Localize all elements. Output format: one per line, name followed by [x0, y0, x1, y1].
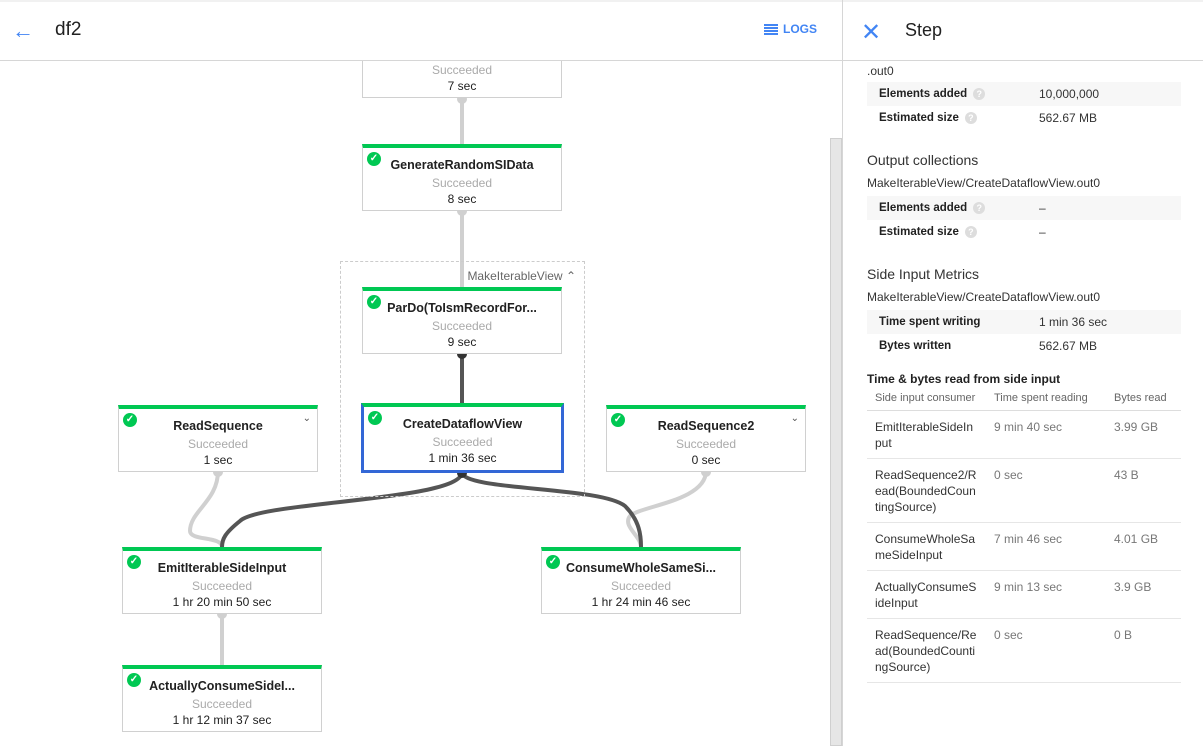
check-circle-icon: ✓: [367, 295, 381, 309]
table-cell: ConsumeWholeSameSideInput: [867, 522, 986, 571]
column-header: Time spent reading: [986, 392, 1106, 411]
close-icon[interactable]: ✕: [861, 19, 882, 46]
edge: [460, 471, 643, 548]
input-metrics: Elements added?10,000,000 Estimated size…: [867, 82, 1181, 130]
table-cell: EmitIterableSideInput: [867, 410, 986, 459]
check-circle-icon: ✓: [611, 413, 625, 427]
chevron-down-icon[interactable]: ⌄: [790, 413, 799, 424]
job-title: df2: [55, 19, 82, 40]
check-circle-icon: ✓: [127, 555, 141, 569]
table-cell: ActuallyConsumeSideInput: [867, 570, 986, 619]
logs-button[interactable]: LOGS: [764, 22, 817, 36]
edge: [187, 470, 224, 548]
output-heading: Output collections: [867, 152, 979, 168]
input-collection-name: .out0: [867, 64, 894, 78]
job-header: ← df2 LOGS: [0, 0, 843, 61]
back-arrow-icon[interactable]: ←: [12, 18, 34, 43]
step-panel: ✕ Step .out0 Elements added?10,000,000 Es…: [843, 0, 1203, 746]
output-metrics: Elements added?– Estimated size?–: [867, 196, 1181, 244]
help-icon[interactable]: ?: [964, 226, 977, 238]
check-circle-icon: ✓: [127, 673, 141, 687]
list-icon: [764, 23, 778, 35]
side-input-name: MakeIterableView/CreateDataflowView.out0: [867, 290, 1101, 304]
help-icon[interactable]: ?: [973, 202, 986, 214]
table-cell: 3.9 GB: [1106, 570, 1181, 619]
table-cell: ReadSequence/Read(BoundedCountingSource): [867, 618, 986, 683]
output-collection-name: MakeIterableView/CreateDataflowView.out0: [867, 176, 1101, 190]
column-header: Bytes read: [1106, 392, 1181, 411]
table-cell: 4.01 GB: [1106, 522, 1181, 571]
table-cell: 9 min 40 sec: [986, 410, 1106, 459]
read-heading: Time & bytes read from side input: [867, 372, 1061, 386]
table-cell: 43 B: [1106, 458, 1181, 523]
table-row: ReadSequence2/Read(BoundedCountingSource…: [867, 458, 1181, 523]
side-input-heading: Side Input Metrics: [867, 266, 980, 282]
check-circle-icon: ✓: [123, 413, 137, 427]
edge: [220, 471, 464, 548]
graph-scrollbar[interactable]: [830, 138, 842, 746]
logs-label: LOGS: [783, 22, 818, 36]
help-icon[interactable]: ?: [973, 88, 986, 100]
table-cell: 7 min 46 sec: [986, 522, 1106, 571]
divider: [842, 0, 843, 746]
column-header: Side input consumer: [867, 392, 986, 411]
check-circle-icon: ✓: [368, 411, 382, 425]
check-circle-icon: ✓: [367, 152, 381, 166]
table-cell: 0 sec: [986, 458, 1106, 523]
chevron-down-icon[interactable]: ⌄: [302, 413, 311, 424]
table-cell: 3.99 GB: [1106, 410, 1181, 459]
check-circle-icon: ✓: [546, 555, 560, 569]
panel-title: Step: [905, 20, 943, 40]
table-row: ReadSequence/Read(BoundedCountingSource)…: [867, 618, 1181, 683]
table-cell: 0 B: [1106, 618, 1181, 683]
help-icon[interactable]: ?: [964, 112, 977, 124]
table-cell: 0 sec: [986, 618, 1106, 683]
group-label[interactable]: MakeIterableView ⌃: [467, 269, 576, 283]
table-cell: ReadSequence2/Read(BoundedCountingSource…: [867, 458, 986, 523]
table-cell: 9 min 13 sec: [986, 570, 1106, 619]
group-make-iterable-view: MakeIterableView ⌃: [340, 261, 585, 497]
